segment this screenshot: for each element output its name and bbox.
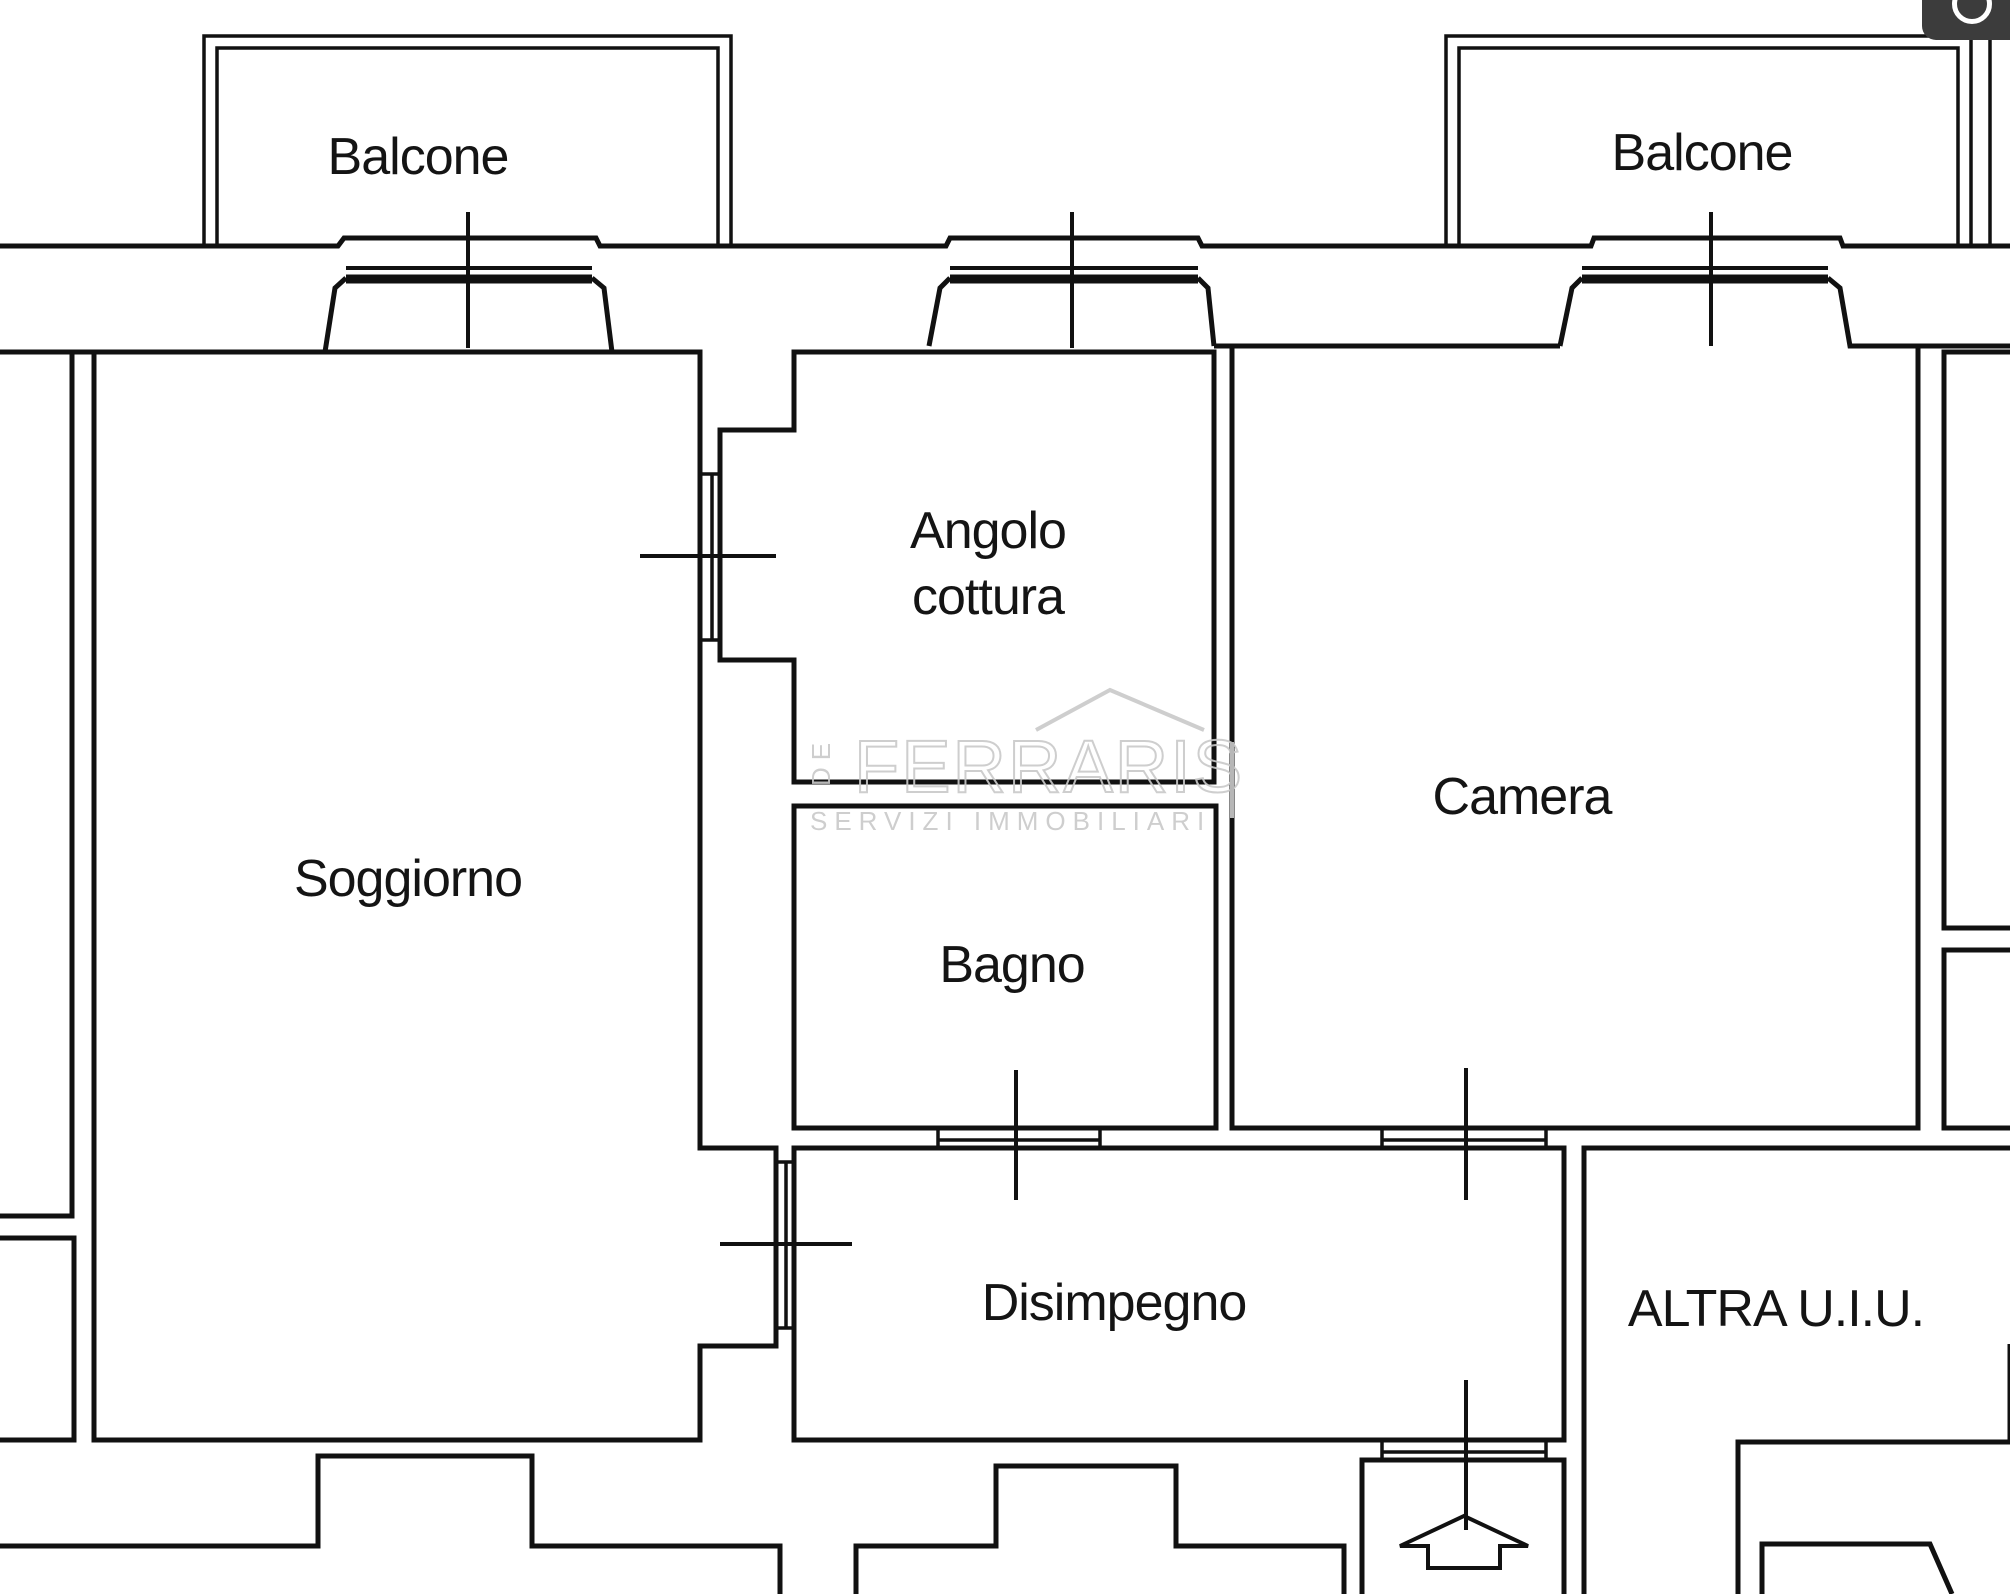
room-bagno [791,803,1219,1200]
watermark-tagline: SERVIZI IMMOBILIARI [810,806,1211,836]
exterior-wall-bottom [0,1453,1567,1594]
label-angolo-cottura-line1: Angolo [910,502,1066,560]
label-balcone-right: Balcone [1612,124,1793,182]
balcony-right [1444,20,1992,246]
window-soggiorno [346,212,592,348]
neighbour-right [1941,349,2010,1131]
label-soggiorno: Soggiorno [294,850,522,908]
watermark-prefix: DE [806,736,836,786]
exterior-wall-top [0,235,2010,355]
room-disimpegno [720,1145,1567,1530]
label-camera: Camera [1433,768,1613,826]
info-icon [1952,0,1992,24]
window-camera [1582,212,1828,346]
label-disimpegno: Disimpegno [982,1274,1247,1332]
watermark-logo: DE FERRARIS SERVIZI IMMOBILIARI [806,687,1244,836]
neighbour-left [0,349,77,1443]
balcony-left [202,34,733,246]
up-arrow-icon [1399,1513,1529,1570]
label-balcone-left: Balcone [328,128,509,186]
label-angolo-cottura-line2: cottura [912,568,1065,626]
watermark-brand: FERRARIS [854,725,1244,808]
corner-control[interactable] [1922,0,2010,40]
area-altra-uiu [1581,1145,2010,1594]
label-altra-uiu: ALTRA U.I.U. [1628,1280,1924,1338]
room-camera [1229,346,1921,1200]
window-angolo-cottura [950,212,1198,348]
room-angolo-cottura [640,349,1217,785]
room-soggiorno [91,349,779,1443]
label-bagno: Bagno [939,936,1084,994]
